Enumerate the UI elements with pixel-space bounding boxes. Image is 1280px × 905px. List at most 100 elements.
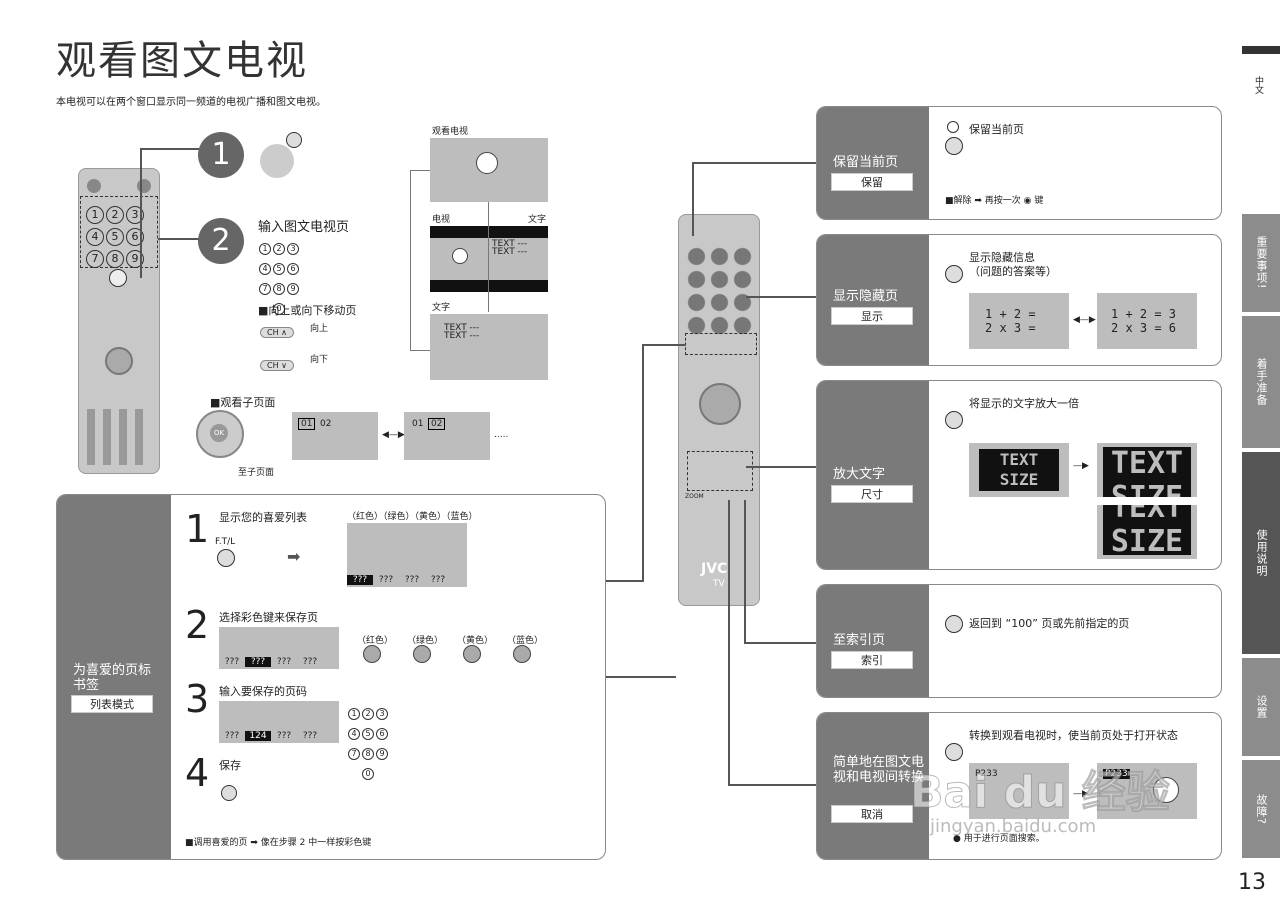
size-box: 尺寸 xyxy=(831,485,913,503)
hand-press-icon xyxy=(260,144,294,178)
ch-down-button[interactable]: CH ∨ xyxy=(260,353,295,372)
favorites-list-screen: ???????????? xyxy=(347,523,467,587)
green-label: （绿色） xyxy=(407,636,444,646)
reveal-before-screen: 1 + 2 = 2 x 3 = xyxy=(969,293,1069,349)
red-button[interactable] xyxy=(363,645,381,663)
brand-logo: JVC xyxy=(701,561,728,577)
hold-page-panel: 保留当前页 保留 保留当前页 ■解除 ➡ 再按一次 ◉ 键 xyxy=(816,106,1222,220)
reveal-after-screen: 1 + 2 = 3 2 x 3 = 6 xyxy=(1097,293,1197,349)
yellow-button[interactable] xyxy=(463,645,481,663)
index-button[interactable] xyxy=(945,615,963,633)
page-number: 13 xyxy=(1238,870,1266,895)
fav-note: ■调用喜爱的页 ➡ 像在步骤 2 中一样按彩色键 xyxy=(185,838,372,848)
watermark-url: jingyan.baidu.com xyxy=(930,816,1097,837)
ftl-button[interactable] xyxy=(217,549,235,567)
favorites-panel: 为喜爱的页标书签 列表模式 1 显示您的喜爱列表 F.T/L ➡ （红色）（绿色… xyxy=(56,494,606,860)
reveal-title: 显示隐藏页 xyxy=(833,289,899,304)
tab-usage[interactable]: 使用说明 xyxy=(1242,452,1280,654)
text-screen: TEXT --- TEXT --- xyxy=(430,314,548,380)
lang-mark: 中文 xyxy=(1253,76,1263,94)
index-box: 索引 xyxy=(831,651,913,669)
view-sub-label: ■观看子页面 xyxy=(210,396,276,409)
size-desc: 将显示的文字放大一倍 xyxy=(969,397,1079,410)
header-bar xyxy=(1242,46,1280,54)
subpage-screen-2: 01 02 xyxy=(404,412,490,460)
blue-button[interactable] xyxy=(513,645,531,663)
fav-step-2: 2 xyxy=(185,603,210,647)
tab-preparation[interactable]: 着手准备 xyxy=(1242,316,1280,448)
up-label: 向上 xyxy=(310,324,329,334)
index-title: 至索引页 xyxy=(833,633,886,648)
hold-button[interactable] xyxy=(945,137,963,155)
to-sub-label: 至子页面 xyxy=(238,468,275,478)
arrow-icon: ➡ xyxy=(287,547,301,566)
step-1-badge: 1 xyxy=(198,132,244,178)
cancel-title: 简单地在图文电视和电视间转换 xyxy=(833,755,925,785)
down-label: 向下 xyxy=(310,355,329,365)
hold-icon xyxy=(947,121,959,133)
cancel-after-screen: P233 xyxy=(1097,763,1197,819)
yellow-label: （黄色） xyxy=(457,636,494,646)
tab-trouble[interactable]: 故障? xyxy=(1242,760,1280,858)
index-desc: 返回到 “100” 页或先前指定的页 xyxy=(969,617,1130,630)
favorites-save-screen: ???????????? xyxy=(219,627,339,669)
more-ellipsis: ..... xyxy=(494,430,509,440)
green-button[interactable] xyxy=(413,645,431,663)
hold-note: ■解除 ➡ 再按一次 ◉ 键 xyxy=(945,196,1044,206)
subpage-screen-1: 01 02 xyxy=(292,412,378,460)
red-label: （红色） xyxy=(357,636,394,646)
enter-page-label: 输入图文电视页 xyxy=(258,220,350,235)
ftl-label: F.T/L xyxy=(215,537,236,547)
reveal-desc-2: （问题的答案等） xyxy=(969,265,1057,278)
tv-label: 电视 xyxy=(432,215,451,225)
text-button-icon xyxy=(286,132,302,148)
fav-step-2-text: 选择彩色键来保存页 xyxy=(219,611,318,624)
fav-step-4: 4 xyxy=(185,751,210,795)
tab-important[interactable]: 重要事项! xyxy=(1242,214,1280,312)
favorites-enter-screen: ???124?????? xyxy=(219,701,339,743)
size-button[interactable] xyxy=(945,411,963,429)
hold-page-title: 保留当前页 xyxy=(833,155,899,170)
color-legend-1: （红色）（绿色）（黄色）（蓝色） xyxy=(347,512,478,522)
intro-text: 本电视可以在两个窗口显示同一频道的电视广播和图文电视。 xyxy=(56,97,326,108)
text-only-label: 文字 xyxy=(432,303,451,313)
cancel-desc: 转换到观看电视时，使当前页处于打开状态 xyxy=(969,729,1178,742)
save-button[interactable] xyxy=(221,785,237,801)
reveal-desc: 显示隐藏信息 xyxy=(969,251,1035,264)
hold-box: 保留 xyxy=(831,173,913,191)
cancel-before-screen: P233 xyxy=(969,763,1069,819)
fav-step-4-text: 保存 xyxy=(219,759,241,772)
cancel-button[interactable] xyxy=(945,743,963,761)
hold-desc: 保留当前页 xyxy=(969,123,1024,136)
tab-settings[interactable]: 设置 xyxy=(1242,658,1280,756)
cancel-box: 取消 xyxy=(831,805,913,823)
split-screen: TEXT --- TEXT --- xyxy=(430,226,548,292)
reveal-panel: 显示隐藏页 显示 显示隐藏信息 （问题的答案等） 1 + 2 = 2 x 3 =… xyxy=(816,234,1222,366)
reveal-box: 显示 xyxy=(831,307,913,325)
fav-step-3-text: 输入要保存的页码 xyxy=(219,685,307,698)
favorites-title: 为喜爱的页标书签 xyxy=(73,663,152,693)
ch-up-button[interactable]: CH ∧ xyxy=(260,320,295,339)
fav-step-1: 1 xyxy=(185,507,210,551)
move-page-label: ■向上或向下移动页 xyxy=(258,304,357,317)
blue-label: （蓝色） xyxy=(507,636,544,646)
page-title: 观看图文电视 xyxy=(56,38,308,84)
reveal-button[interactable] xyxy=(945,265,963,283)
watch-tv-label: 观看电视 xyxy=(432,127,469,137)
numpad-highlight xyxy=(80,196,158,268)
list-mode-box: 列表模式 xyxy=(71,695,153,713)
watermark-logo: Bai du 经验 xyxy=(910,767,1171,819)
watch-tv-screen xyxy=(430,138,548,202)
cancel-note: ● 用于进行页面搜索。 xyxy=(953,834,1045,844)
fav-step-3: 3 xyxy=(185,677,210,721)
fav-step-1-text: 显示您的喜爱列表 xyxy=(219,511,307,524)
step-2-badge: 2 xyxy=(198,218,244,264)
size-title: 放大文字 xyxy=(833,467,886,482)
